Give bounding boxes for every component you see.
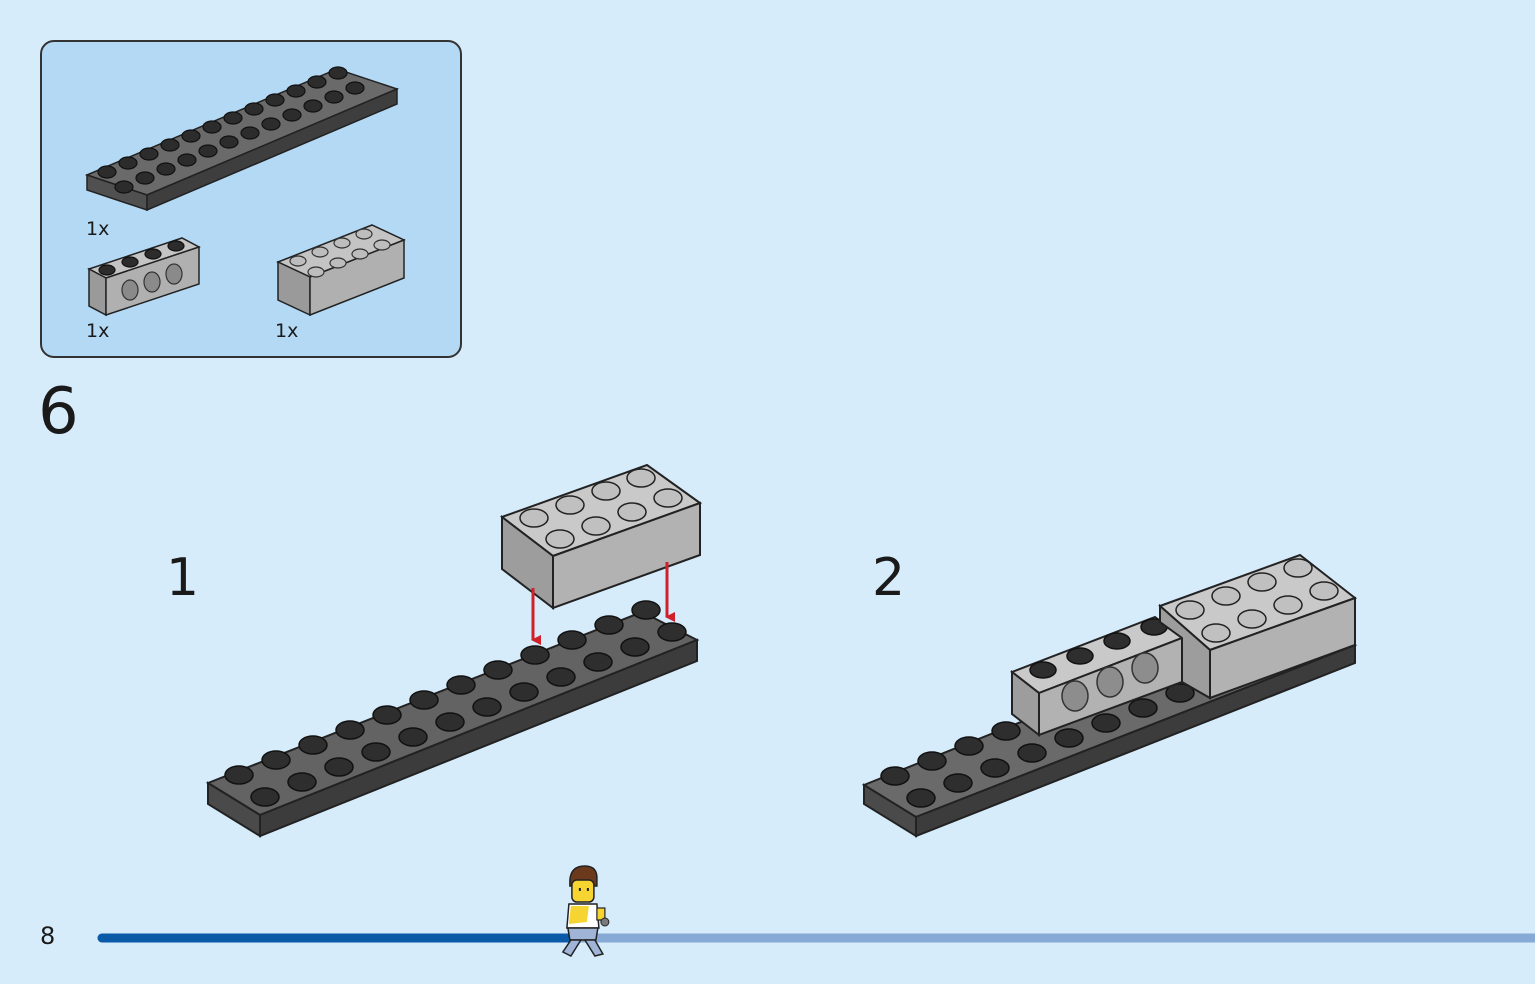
brick-2x4-part [276, 224, 406, 317]
plate-quantity-label: 1x [86, 218, 110, 240]
substep-1-number: 1 [166, 548, 200, 608]
parts-list-panel: 1x 1x 1x [40, 40, 462, 358]
step-number: 6 [38, 375, 79, 449]
substep-1-brick-2x4 [499, 463, 703, 611]
technic-brick-1x4-part [87, 237, 201, 317]
page-number: 8 [40, 922, 56, 950]
brick-quantity-label: 1x [275, 320, 299, 342]
minifigure-progress-marker [561, 865, 610, 957]
parts-list-illustrations [84, 66, 406, 317]
substep-2-assembly [861, 553, 1358, 838]
dark-gray-plate-2x12-part [84, 66, 400, 212]
substep-1-plate [205, 600, 700, 838]
technic-brick-quantity-label: 1x [86, 320, 110, 342]
substep-2-number: 2 [872, 548, 906, 608]
